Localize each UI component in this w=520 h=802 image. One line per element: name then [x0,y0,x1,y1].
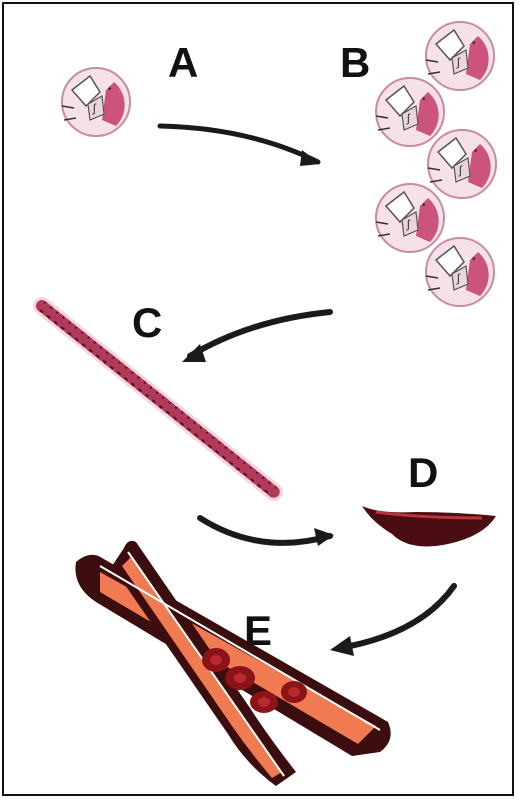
stage-d-clot [362,506,496,546]
arrow-b-to-c [190,312,330,356]
arrow-c-to-d-head [314,528,334,546]
arrow-d-to-e [340,586,454,648]
label-e: E [244,610,272,652]
stage-e-blood-vessel [75,541,390,786]
arrow-a-to-b [160,126,318,162]
label-d: D [408,452,438,494]
stage-a-cell [62,68,130,136]
arrow-c-to-d [200,518,330,543]
arrow-d-to-e-head [330,636,354,656]
label-a: A [168,42,198,84]
stage-b-cell-cluster [376,22,496,306]
label-b: B [340,42,370,84]
arrow-a-to-b-head [300,150,320,166]
label-c: C [132,302,162,344]
